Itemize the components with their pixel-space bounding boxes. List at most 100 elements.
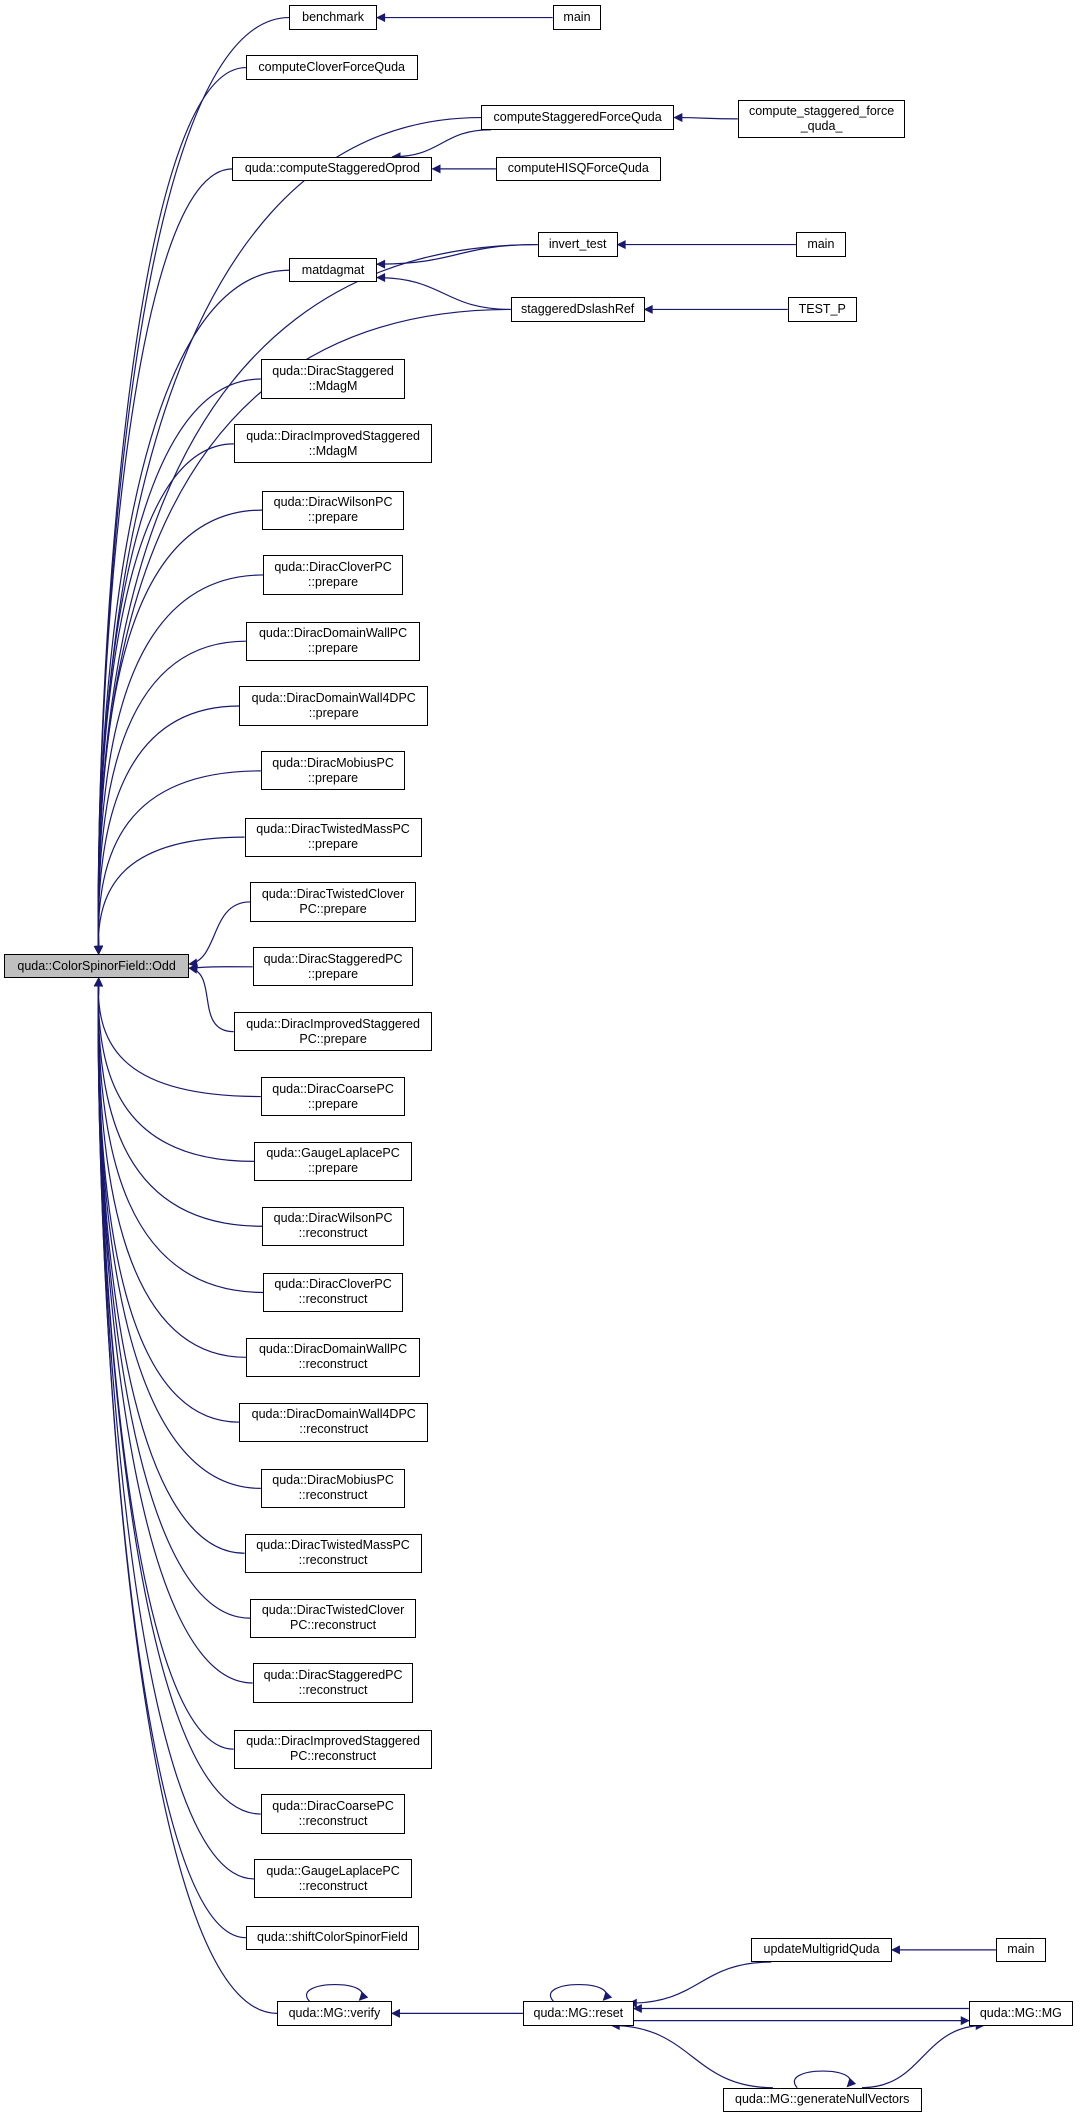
node-p10[interactable]: quda::DiracCoarsePC ::prepare [260, 1076, 406, 1117]
node-label: quda::DiracDomainWallPC ::prepare [258, 626, 408, 656]
node-label: quda::MG::verify [288, 2005, 381, 2020]
node-label: quda::DiracImprovedStaggered PC::reconst… [246, 1734, 420, 1764]
node-main1[interactable]: main [552, 5, 602, 30]
node-verify[interactable]: quda::MG::verify [277, 2001, 392, 2026]
node-main3[interactable]: main [995, 1937, 1046, 1962]
edge-stagdslash-to-matdagmat [376, 273, 511, 311]
node-label: quda::DiracMobiusPC ::prepare [272, 755, 394, 785]
node-dis-mdagm[interactable]: quda::DiracImprovedStaggered ::MdagM [233, 424, 433, 464]
node-invert[interactable]: invert_test [537, 232, 618, 257]
node-label: quda::DiracTwistedClover PC::prepare [261, 886, 405, 916]
edge-r3-to-root [93, 977, 246, 1358]
edge-gennull-to-reset [610, 2021, 773, 2089]
node-label: quda::shiftColorSpinorField [257, 1930, 408, 1945]
node-r8[interactable]: quda::DiracStaggeredPC ::reconstruct [252, 1663, 414, 1703]
edge-reset-to-reset [549, 1984, 613, 2002]
node-p1[interactable]: quda::DiracWilsonPC ::prepare [262, 490, 405, 530]
edge-stagforce_-to-stagforce [673, 113, 738, 123]
node-label: quda::computeStaggeredOprod [244, 161, 420, 176]
edge-p5-to-root [93, 770, 261, 955]
node-matdagmat[interactable]: matdagmat [289, 258, 377, 283]
node-label: computeStaggeredForceQuda [493, 110, 662, 125]
node-r7[interactable]: quda::DiracTwistedClover PC::reconstruct [249, 1598, 417, 1638]
node-updmg[interactable]: updateMultigridQuda [751, 1937, 892, 1962]
node-p8[interactable]: quda::DiracStaggeredPC ::prepare [252, 947, 414, 987]
edge-gennull-to-mgmg [861, 2021, 985, 2089]
node-main2[interactable]: main [795, 232, 846, 257]
node-p5[interactable]: quda::DiracMobiusPC ::prepare [260, 751, 406, 791]
node-r9[interactable]: quda::DiracImprovedStaggered PC::reconst… [233, 1729, 433, 1769]
node-testp[interactable]: TEST_P [787, 297, 857, 322]
edge-p1-to-root [94, 509, 263, 955]
node-label: invert_test [548, 237, 607, 252]
node-label: quda::DiracCloverPC ::prepare [274, 559, 392, 589]
node-label: quda::DiracDomainWall4DPC ::reconstruct [251, 1407, 416, 1437]
node-p7[interactable]: quda::DiracTwistedClover PC::prepare [249, 882, 417, 922]
edge-p11-to-root [93, 977, 255, 1162]
node-p3[interactable]: quda::DiracDomainWallPC ::prepare [245, 621, 421, 661]
node-gennull[interactable]: quda::MG::generateNullVectors [722, 2087, 922, 2112]
node-label: quda::DiracStaggeredPC ::prepare [263, 951, 403, 981]
node-label: matdagmat [301, 262, 365, 277]
node-p6[interactable]: quda::DiracTwistedMassPC ::prepare [244, 817, 422, 857]
node-label: quda::DiracTwistedMassPC ::prepare [256, 822, 410, 852]
node-label: quda::MG::generateNullVectors [735, 2092, 910, 2107]
node-label: quda::DiracDomainWallPC ::reconstruct [258, 1342, 408, 1372]
node-label: quda::DiracTwistedMassPC ::reconstruct [256, 1538, 410, 1568]
node-hisq[interactable]: computeHISQForceQuda [495, 156, 661, 182]
edge-p9-to-root [188, 964, 234, 1033]
node-cloverforce[interactable]: computeCloverForceQuda [245, 55, 418, 80]
node-label: benchmark [302, 10, 364, 25]
node-label: updateMultigridQuda [763, 1942, 880, 1957]
node-label: quda::GaugeLaplacePC ::prepare [266, 1146, 400, 1176]
node-label: main [563, 10, 591, 25]
node-label: quda::DiracImprovedStaggered ::MdagM [246, 428, 420, 458]
node-stagoprod[interactable]: quda::computeStaggeredOprod [232, 156, 433, 182]
node-shift[interactable]: quda::shiftColorSpinorField [245, 1925, 419, 1950]
node-label: quda::DiracStaggered ::MdagM [272, 364, 394, 393]
node-label: quda::MG::reset [533, 2005, 624, 2020]
node-stagforce[interactable]: computeStaggeredForceQuda [481, 105, 675, 130]
node-ds-mdagm[interactable]: quda::DiracStaggered ::MdagM [260, 359, 406, 399]
node-root[interactable]: quda::ColorSpinorField::Odd [4, 953, 190, 979]
node-r4[interactable]: quda::DiracDomainWall4DPC ::reconstruct [239, 1402, 429, 1442]
node-label: quda::DiracMobiusPC ::reconstruct [272, 1473, 394, 1503]
edge-p3-to-root [93, 640, 246, 955]
node-label: main [1007, 1942, 1035, 1957]
node-label: compute_staggered_force _quda_ [748, 103, 895, 133]
node-r2[interactable]: quda::DiracCloverPC ::reconstruct [263, 1272, 403, 1313]
node-p2[interactable]: quda::DiracCloverPC ::prepare [263, 555, 403, 595]
node-reset[interactable]: quda::MG::reset [522, 2001, 634, 2026]
node-stagdslash[interactable]: staggeredDslashRef [510, 297, 645, 322]
edge-p8-to-root [188, 963, 253, 973]
node-label: quda::DiracStaggeredPC ::reconstruct [263, 1667, 403, 1697]
node-r11[interactable]: quda::GaugeLaplacePC ::reconstruct [254, 1859, 413, 1899]
node-r1[interactable]: quda::DiracWilsonPC ::reconstruct [262, 1206, 405, 1246]
node-benchmark[interactable]: benchmark [289, 5, 377, 30]
edge-verify-to-verify [306, 1984, 369, 2002]
node-p9[interactable]: quda::DiracImprovedStaggered PC::prepare [233, 1012, 433, 1052]
node-mgmg[interactable]: quda::MG::MG [968, 2001, 1073, 2026]
edge-p6-to-root [93, 836, 245, 955]
node-label: computeHISQForceQuda [507, 161, 649, 176]
node-label: quda::DiracTwistedClover PC::reconstruct [261, 1603, 405, 1633]
node-label: quda::DiracCoarsePC ::prepare [272, 1081, 394, 1111]
edge-updmg-to-reset [627, 1961, 772, 2008]
edge-invert-to-matdagmat [376, 243, 538, 269]
node-r6[interactable]: quda::DiracTwistedMassPC ::reconstruct [244, 1533, 422, 1573]
node-r10[interactable]: quda::DiracCoarsePC ::reconstruct [260, 1794, 406, 1834]
edge-gennull-to-gennull [793, 2070, 857, 2089]
edge-p4-to-root [93, 705, 240, 955]
node-label: quda::DiracImprovedStaggered PC::prepare [246, 1016, 420, 1046]
node-label: quda::MG::MG [979, 2005, 1062, 2020]
node-r5[interactable]: quda::DiracMobiusPC ::reconstruct [260, 1468, 406, 1508]
node-label: quda::DiracWilsonPC ::reconstruct [273, 1211, 393, 1241]
node-label: main [807, 237, 835, 252]
edge-stagforce-to-stagoprod [391, 129, 492, 162]
edge-p10-to-root [93, 977, 261, 1098]
node-p11[interactable]: quda::GaugeLaplacePC ::prepare [254, 1141, 413, 1181]
node-p4[interactable]: quda::DiracDomainWall4DPC ::prepare [239, 686, 429, 726]
node-r3[interactable]: quda::DiracDomainWallPC ::reconstruct [245, 1337, 421, 1377]
node-stagforce-[interactable]: compute_staggered_force _quda_ [737, 99, 906, 138]
